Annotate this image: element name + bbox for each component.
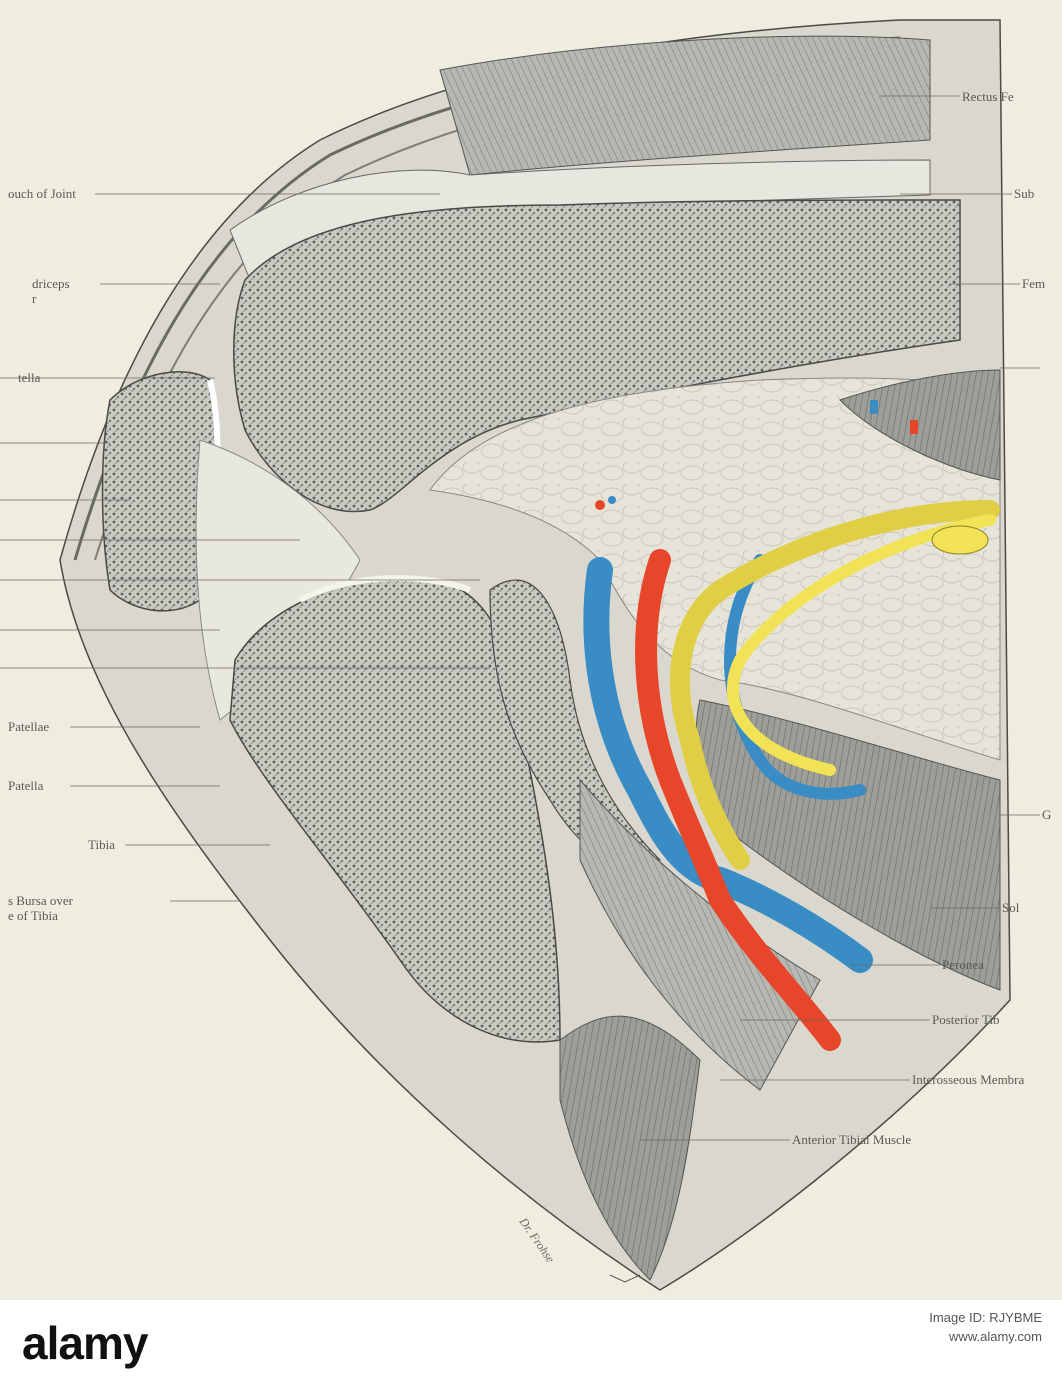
label-tibia: Tibia bbox=[88, 837, 115, 852]
label-peroneal: Peronea bbox=[942, 957, 984, 972]
label-sub: Sub bbox=[1014, 186, 1035, 201]
nerve-cross-section bbox=[931, 525, 989, 555]
posterior-tibial-muscle bbox=[579, 778, 821, 1091]
corner-marks bbox=[609, 1274, 641, 1283]
label-anterior-tibial: Anterior Tibial Muscle bbox=[792, 1132, 912, 1147]
label-bursa-2: e of Tibia bbox=[8, 908, 58, 923]
popliteal-artery bbox=[635, 549, 841, 1051]
label-g: G bbox=[1042, 807, 1052, 822]
site-url[interactable]: www.alamy.com bbox=[949, 1329, 1042, 1344]
vessel-mark bbox=[870, 400, 878, 414]
anterior-tibial-muscle bbox=[559, 1015, 701, 1281]
label-posterior-tibial: Posterior Tib bbox=[932, 1012, 1000, 1027]
leader-lines bbox=[0, 95, 1040, 1141]
label-quadriceps-2: r bbox=[32, 291, 37, 306]
label-patella-2: Patella bbox=[8, 778, 44, 793]
brand-text: alamy bbox=[22, 1317, 148, 1369]
small-saphenous-vein bbox=[724, 554, 866, 800]
label-patellae: Patellae bbox=[8, 719, 50, 734]
fibula-bone bbox=[489, 579, 662, 867]
popliteal-vein bbox=[583, 557, 873, 973]
tibia-cartilage bbox=[298, 575, 472, 603]
vessel-dot bbox=[608, 496, 616, 504]
rectus-femoris-muscle bbox=[439, 35, 931, 176]
vessel-dot bbox=[595, 500, 605, 510]
anatomical-section-figure bbox=[0, 19, 1040, 1291]
label-sol: Sol bbox=[1002, 900, 1020, 915]
label-interosseous: Interosseous Membra bbox=[912, 1072, 1025, 1087]
gastrocnemius-muscle bbox=[839, 369, 1001, 481]
peroneal-nerve bbox=[726, 514, 996, 776]
image-id-label: Image ID: RJYBME bbox=[929, 1310, 1042, 1325]
brand-logo[interactable]: alamy bbox=[22, 1316, 148, 1370]
vessel-mark bbox=[910, 420, 918, 434]
label-rectus-femoris: Rectus Fe bbox=[962, 89, 1014, 104]
image-id-block: Image ID: RJYBME www.alamy.com bbox=[929, 1310, 1042, 1344]
label-fem: Fem bbox=[1022, 276, 1046, 291]
femur-bone bbox=[233, 199, 961, 513]
label-pouch-of-joint: ouch of Joint bbox=[8, 186, 76, 201]
label-bursa-1: s Bursa over bbox=[8, 893, 73, 908]
footer-bar: alamy Image ID: RJYBME www.alamy.com bbox=[0, 1300, 1062, 1390]
label-quadriceps: driceps bbox=[32, 276, 70, 291]
label-patella: tella bbox=[18, 370, 41, 385]
tibial-nerve bbox=[670, 500, 1000, 870]
